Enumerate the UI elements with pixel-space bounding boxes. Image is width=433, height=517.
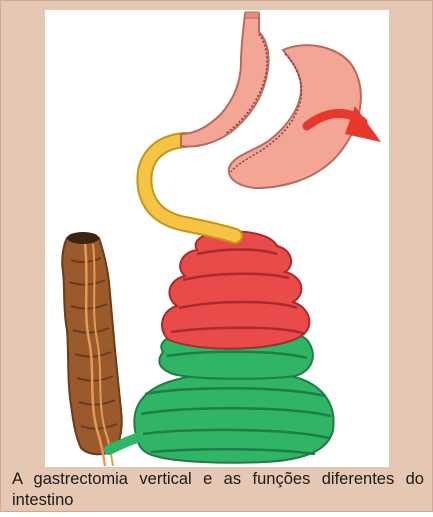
- sleeve-stomach: [181, 12, 269, 146]
- duodenum: [144, 140, 235, 236]
- illustration-panel: [45, 10, 389, 467]
- gastrectomy-illustration: [45, 10, 389, 467]
- bottom-strip: [0, 512, 433, 517]
- figure-caption: A gastrectomia vertical e as funções dif…: [12, 469, 424, 511]
- colon: [62, 232, 122, 466]
- jejunum: [162, 232, 309, 349]
